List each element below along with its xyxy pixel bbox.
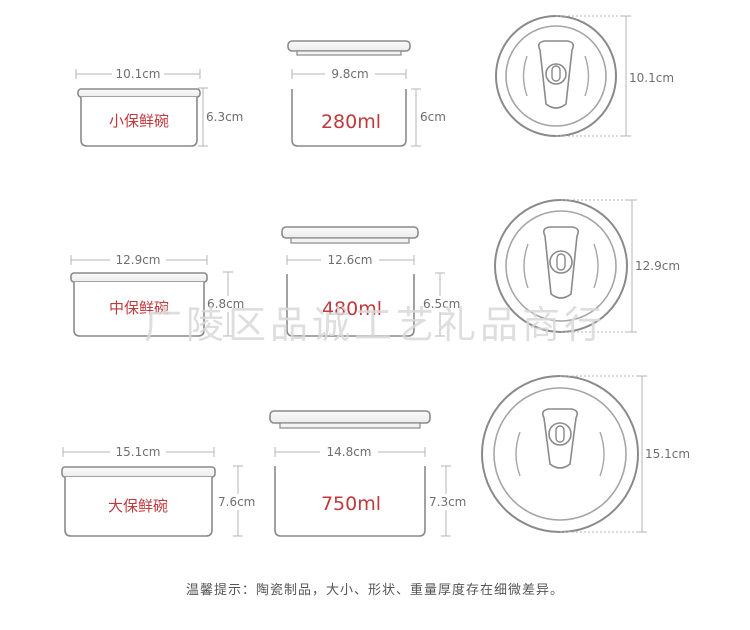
lid-inner-rim — [505, 25, 607, 127]
vent-valve-slot — [555, 425, 565, 443]
medium-bowl: 12.9cm 中保鲜碗 6.8cm — [70, 252, 252, 337]
label-mask — [320, 444, 378, 460]
bowl-body — [73, 282, 205, 337]
bowl-width-label: 12.9cm — [115, 253, 160, 267]
box-480ml: 12.6cm 480ml 6.5cm — [281, 226, 465, 337]
label-mask — [427, 494, 475, 510]
bowl-height-label: 7.6cm — [218, 495, 255, 509]
large-bowl: 15.1cm 大保鲜碗 7.6cm — [61, 444, 264, 537]
lid-grip-arc — [599, 431, 605, 477]
label-mask — [633, 258, 691, 274]
box-lid — [281, 226, 419, 239]
box-body — [286, 274, 415, 337]
bowl-height-label: 6.3cm — [206, 110, 243, 124]
box-width-label: 14.8cm — [326, 445, 371, 459]
box-height-label: 6.5cm — [423, 297, 460, 311]
bowl-height-label: 6.8cm — [207, 297, 244, 311]
box-body — [274, 466, 426, 537]
box-body — [291, 89, 407, 147]
box-280ml: 9.8cm 280ml 6cm — [287, 40, 452, 147]
bowl-body — [80, 97, 198, 147]
size-row-medium: 12.9cm 中保鲜碗 6.8cm 12.6cm 480ml 6.5c — [70, 199, 691, 337]
box-lid-seal — [290, 237, 410, 244]
box-750ml: 14.8cm 750ml 7.3cm — [269, 410, 475, 537]
label-mask — [206, 296, 252, 312]
label-mask — [418, 109, 452, 125]
bowl-width-label: 15.1cm — [115, 445, 160, 459]
box-capacity-label: 750ml — [321, 493, 381, 515]
lid-diameter-label: 15.1cm — [645, 447, 690, 461]
bowl-lid — [70, 272, 208, 283]
bowl-name-label: 小保鲜碗 — [109, 112, 169, 130]
lid-diameter-label: 10.1cm — [629, 71, 674, 85]
footer-note: 温馨提示：陶瓷制品，大小、形状、重量厚度存在细微差异。 — [186, 582, 564, 598]
lid-grip-arc — [515, 431, 521, 477]
label-mask — [627, 70, 683, 86]
size-row-large: 15.1cm 大保鲜碗 7.6cm 14.8cm 750ml 7.3c — [61, 375, 699, 537]
bowl-width-label: 10.1cm — [115, 67, 160, 81]
box-width-label: 9.8cm — [331, 67, 368, 81]
lid-diameter-label: 12.9cm — [635, 259, 680, 273]
size-row-small: 10.1cm 小保鲜碗 6.3cm 9.8cm 280ml — [75, 15, 683, 147]
label-mask — [321, 252, 379, 268]
box-height-label: 6cm — [420, 110, 446, 124]
label-mask — [110, 252, 166, 268]
lid-top-view-large: 15.1cm — [481, 375, 699, 533]
lid-grip-arc — [522, 55, 528, 97]
lid-inner-rim — [493, 387, 627, 521]
box-lid — [287, 40, 411, 52]
lid-grip-arc — [593, 243, 599, 289]
vent-valve-slot — [556, 253, 566, 271]
label-mask — [325, 66, 375, 82]
bowl-name-label: 大保鲜碗 — [108, 497, 168, 515]
bowl-lid — [77, 88, 201, 98]
bowl-body — [64, 477, 213, 537]
label-mask — [204, 109, 250, 125]
label-mask — [112, 66, 164, 82]
box-height-label: 7.3cm — [429, 495, 466, 509]
box-capacity-label: 280ml — [321, 111, 381, 133]
small-bowl: 10.1cm 小保鲜碗 6.3cm — [75, 66, 250, 147]
bowl-name-label: 中保鲜碗 — [109, 299, 169, 317]
label-mask — [216, 494, 264, 510]
lid-grip-arc — [523, 243, 529, 289]
lid-grip-arc — [584, 55, 590, 97]
label-mask — [421, 296, 465, 312]
lid-inner-rim — [505, 210, 617, 322]
lid-top-view-small: 10.1cm — [495, 15, 683, 137]
bowl-lid — [61, 466, 216, 478]
vent-valve-slot — [551, 65, 561, 82]
box-lid-seal — [296, 50, 402, 56]
label-mask — [110, 444, 166, 460]
lid-top-view-medium: 12.9cm — [494, 199, 691, 333]
shop-watermark: 广陵区品诚工艺礼品商行 — [144, 303, 606, 347]
box-width-label: 12.6cm — [327, 253, 372, 267]
box-lid-seal — [279, 422, 421, 429]
label-mask — [643, 446, 699, 462]
box-lid — [269, 410, 431, 424]
box-capacity-label: 480ml — [322, 298, 382, 320]
